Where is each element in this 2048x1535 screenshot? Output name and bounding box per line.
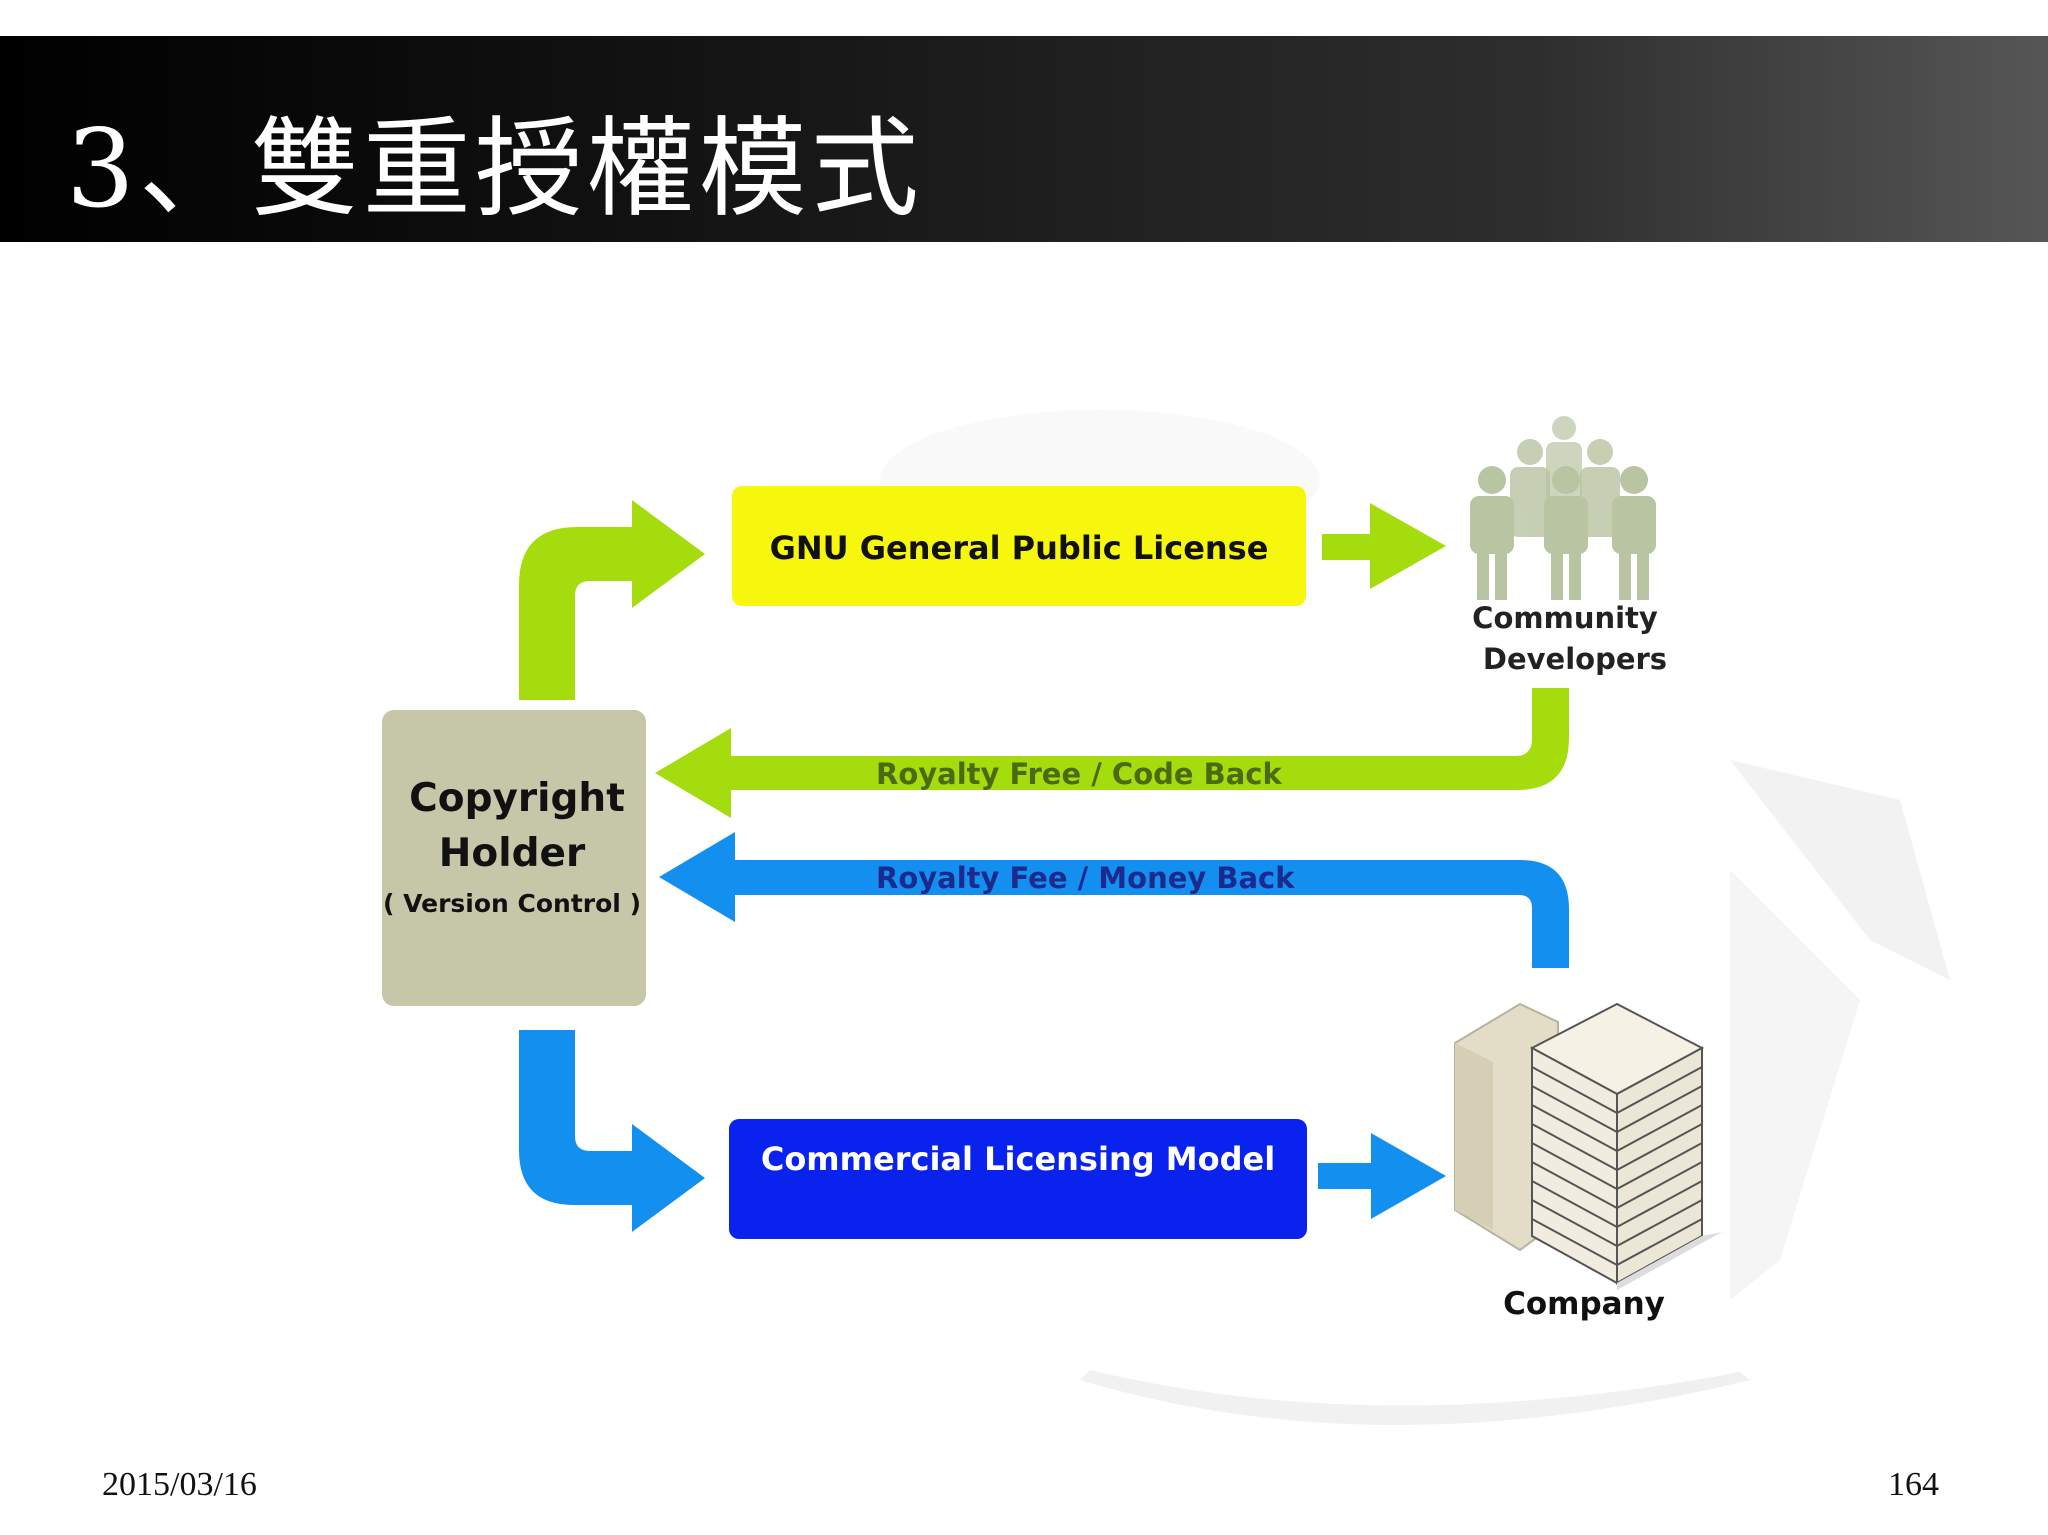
commercial-box-label: Commercial Licensing Model — [760, 1140, 1276, 1178]
royalty-free-label: Royalty Free / Code Back — [876, 757, 1282, 791]
gpl-box — [732, 486, 1306, 606]
royalty-fee-arrow — [659, 832, 1569, 968]
commercial-to-company-arrow — [1318, 1133, 1446, 1219]
slide-title: 3、雙重授權模式 — [66, 107, 923, 232]
commercial-licensing-box — [729, 1119, 1307, 1239]
gpl-box-label: GNU General Public License — [769, 529, 1269, 567]
slide-date: 2015/03/16 — [102, 1466, 257, 1503]
community-people-icon — [1470, 416, 1656, 600]
company-building-icon — [1454, 1002, 1722, 1290]
royalty-fee-label: Royalty Fee / Money Back — [876, 861, 1295, 895]
community-label-line1: Community — [1472, 601, 1658, 635]
holder-subtitle: ( Version Control ) — [383, 889, 641, 918]
holder-title-line1: Copyright — [409, 776, 625, 821]
title-bar — [0, 36, 2048, 242]
slide-page-number: 164 — [1888, 1466, 1939, 1503]
gpl-to-community-arrow — [1322, 503, 1446, 589]
company-label: Company — [1503, 1286, 1665, 1322]
community-label-line2: Developers — [1482, 642, 1668, 676]
holder-title-line2: Holder — [438, 831, 586, 876]
commercial-route-arrow — [519, 1030, 705, 1232]
copyright-holder-box — [382, 710, 646, 1006]
gpl-route-arrow — [519, 500, 705, 700]
royalty-free-arrow — [655, 688, 1569, 818]
